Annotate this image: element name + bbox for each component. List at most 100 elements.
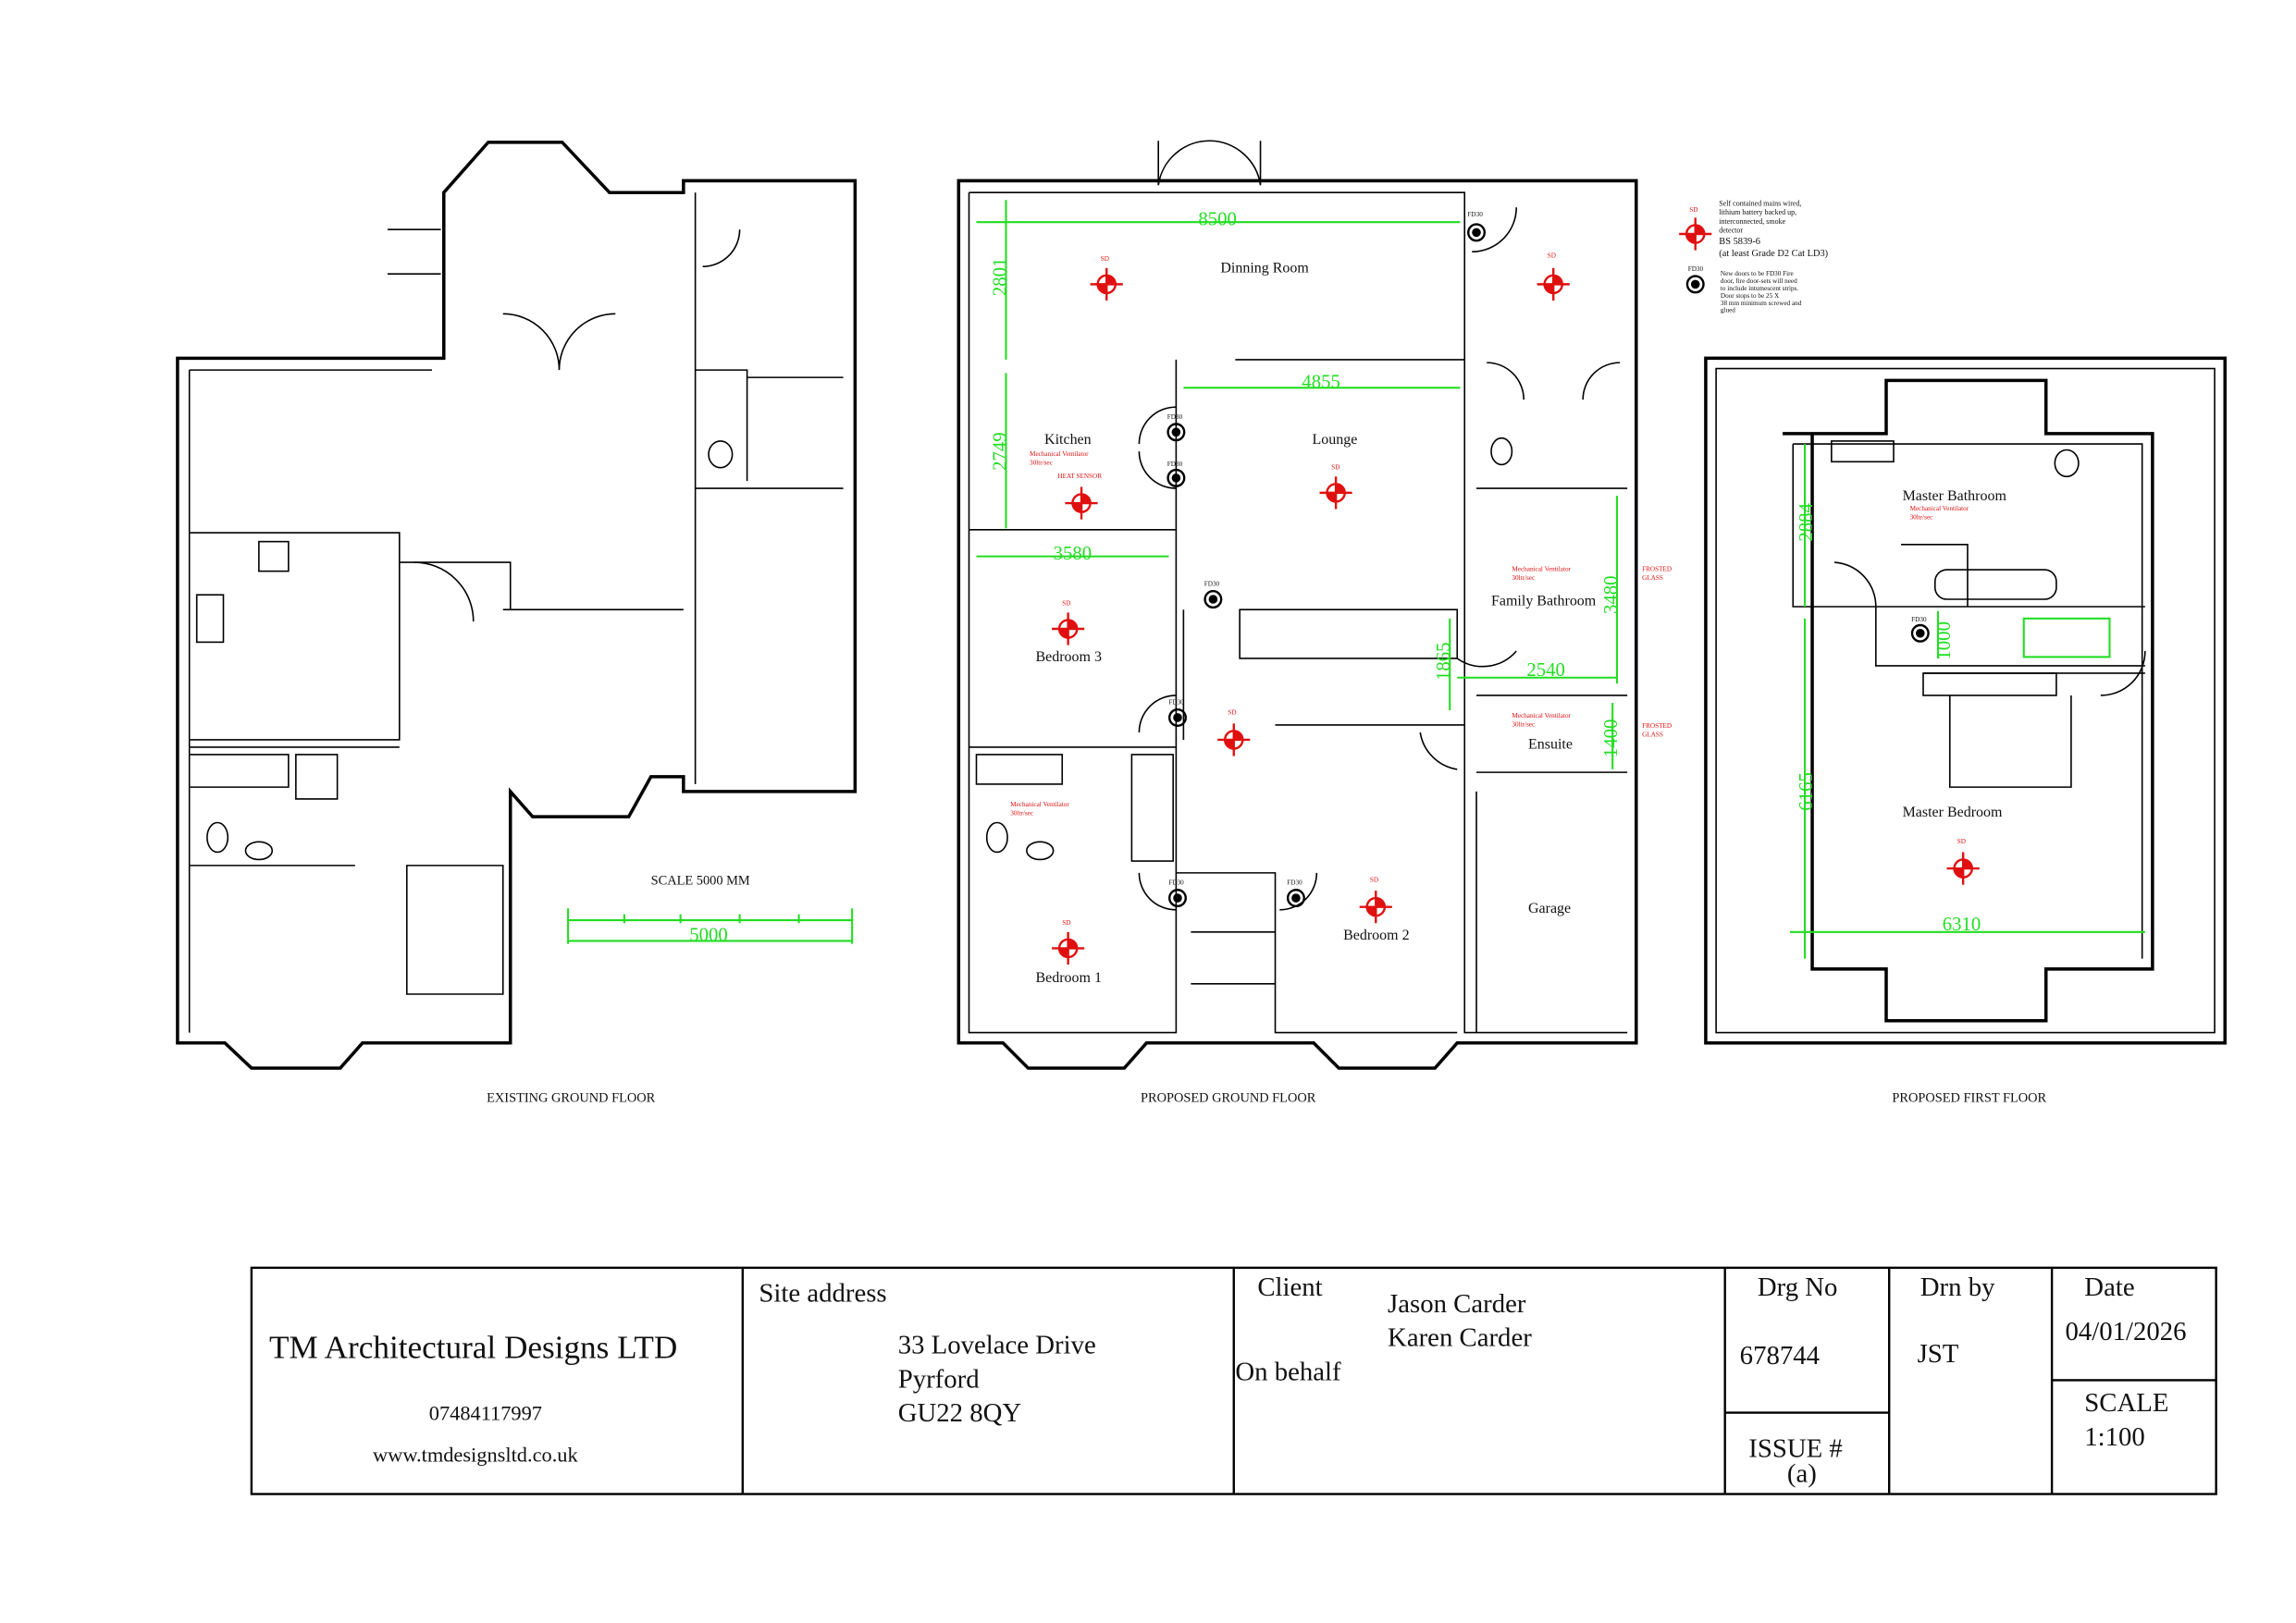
site-line-3: GU22 8QY	[898, 1398, 1022, 1428]
svg-text:SD: SD	[1957, 838, 1966, 845]
vent-rate-master: 30ltr/sec	[1910, 514, 1933, 522]
svg-text:SD: SD	[1062, 599, 1070, 607]
drg-no-value: 678744	[1740, 1341, 1820, 1371]
drn-by-label: Drn by	[1920, 1273, 1995, 1302]
svg-text:SD: SD	[1331, 463, 1339, 471]
scale-bar-value: 5000	[689, 924, 728, 945]
smoke-detector-icon: SD	[1216, 709, 1252, 757]
legend-door-0: New doors to be FD30 Fire	[1721, 270, 1794, 277]
room-master-bathroom: Master Bathroom	[1903, 488, 2007, 504]
svg-text:FD30: FD30	[1467, 211, 1483, 218]
dim-1865: 1865	[1433, 642, 1454, 681]
fire-door-icon: FD30	[1167, 413, 1186, 442]
fire-door-icon: FD30	[1467, 211, 1487, 242]
client-label: Client	[1257, 1273, 1322, 1302]
proposed-ground-title: PROPOSED GROUND FLOOR	[1141, 1091, 1316, 1106]
room-lounge: Lounge	[1313, 432, 1358, 448]
smoke-detector-icon: SD	[1089, 255, 1125, 302]
proposed-first-floor-plan: 2884 1000 6165 6310 Master Bathroom Mech…	[1704, 356, 2227, 1106]
vent-rate-kitchen: 30ltr/sec	[1030, 459, 1053, 466]
room-ensuite: Ensuite	[1528, 737, 1573, 753]
svg-text:FD30: FD30	[1167, 413, 1183, 421]
scale-bar	[567, 908, 854, 944]
site-address-label: Site address	[759, 1279, 886, 1309]
room-kitchen: Kitchen	[1044, 432, 1092, 448]
legend-smoke-1: lithium battery backed up,	[1719, 208, 1796, 216]
svg-text:FD30: FD30	[1168, 699, 1184, 707]
dim-4855: 4855	[1302, 371, 1340, 392]
legend-grade: (at least Grade D2 Cat LD3)	[1719, 249, 1828, 259]
legend-smoke-0: Self contained mains wired,	[1719, 200, 1801, 208]
smoke-detector-icon: SD	[1536, 252, 1571, 302]
issue-label: ISSUE #	[1748, 1434, 1842, 1464]
svg-text:SD: SD	[1689, 206, 1697, 214]
company-website: www.tmdesignsltd.co.uk	[373, 1443, 578, 1466]
vent-label-kitchen: Mechanical Ventilator	[1030, 450, 1089, 458]
room-dinning-room: Dinning Room	[1220, 261, 1309, 277]
dim-2540: 2540	[1526, 659, 1565, 681]
vent-rate-bed1: 30ltr/sec	[1010, 809, 1033, 817]
legend-smoke-2: interconnected, smoke	[1719, 217, 1785, 226]
dim-2801: 2801	[989, 258, 1010, 297]
fire-door-icon: FD30	[1167, 879, 1187, 908]
glass-2: GLASS	[1642, 732, 1663, 739]
scale-label-tb: SCALE	[2084, 1388, 2168, 1418]
dim-1400: 1400	[1600, 719, 1622, 758]
svg-text:FD30: FD30	[1167, 461, 1183, 468]
dim-3580: 3580	[1054, 543, 1092, 564]
dim-3480: 3480	[1600, 575, 1622, 614]
legend-standard: BS 5839-6	[1719, 237, 1760, 247]
svg-text:SD: SD	[1370, 876, 1378, 883]
smoke-detector-icon: SD	[1318, 463, 1353, 510]
smoke-detector-icon: SD	[1050, 599, 1086, 646]
vent-rate-ensuite: 30ltr/sec	[1512, 721, 1535, 729]
client-name-1: Jason Carder	[1388, 1289, 1526, 1319]
legend-door-2: to include intumescent strips.	[1721, 285, 1798, 292]
svg-text:FD30: FD30	[1204, 581, 1220, 588]
room-bedroom-1: Bedroom 1	[1035, 970, 1101, 986]
frosted-2: FROSTED	[1642, 722, 1672, 730]
legend-door-1: door, fire door-sets will need	[1721, 277, 1797, 285]
heat-sensor-label: HEAT SENSOR	[1057, 473, 1102, 480]
drn-by-value: JST	[1918, 1339, 1959, 1369]
room-bedroom-3: Bedroom 3	[1035, 649, 1101, 665]
vent-label-ensuite: Mechanical Ventilator	[1512, 712, 1571, 719]
dim-6310: 6310	[1943, 914, 1981, 935]
svg-text:FD30: FD30	[1168, 879, 1184, 887]
existing-ground-floor-plan: EXISTING GROUND FLOOR SCALE 5000 MM 5000	[176, 141, 858, 1106]
smoke-detector-icon: SD	[1358, 876, 1394, 925]
vent-label-bath: Mechanical Ventilator	[1512, 566, 1571, 573]
svg-text:SD: SD	[1228, 709, 1236, 717]
svg-text:FD30: FD30	[1911, 616, 1927, 623]
legend-door-5: glued	[1721, 307, 1735, 314]
room-family-bathroom: Family Bathroom	[1491, 593, 1597, 609]
company-phone: 07484117997	[429, 1402, 542, 1425]
glass-1: GLASS	[1642, 574, 1663, 582]
fire-door-icon: FD30	[1167, 461, 1186, 487]
vent-rate-bath: 30ltr/sec	[1512, 574, 1535, 582]
legend-door-4: 38 mm minimum screwed and	[1721, 300, 1802, 307]
fire-door-icon: FD30	[1204, 581, 1223, 609]
room-garage: Garage	[1528, 901, 1571, 916]
svg-text:FD30: FD30	[1287, 879, 1302, 887]
proposed-first-title: PROPOSED FIRST FLOOR	[1892, 1091, 2046, 1106]
room-master-bedroom: Master Bedroom	[1903, 805, 2003, 820]
title-block: TM Architectural Designs LTD 07484117997…	[250, 1266, 2217, 1495]
vent-label-bed1: Mechanical Ventilator	[1010, 801, 1069, 808]
existing-title: EXISTING GROUND FLOOR	[487, 1091, 655, 1106]
smoke-detector-icon: SD	[1945, 838, 1981, 886]
proposed-ground-floor-plan: 8500 2801 4855 2749 3580 3480 1865 2540 …	[957, 140, 1672, 1106]
company-name: TM Architectural Designs LTD	[269, 1329, 677, 1365]
svg-text:FD30: FD30	[1688, 265, 1704, 273]
legend: SD FD30 Self contained mains wired, lith…	[1677, 200, 1828, 314]
dim-8500: 8500	[1198, 208, 1237, 229]
heat-sensor-icon	[1064, 486, 1099, 521]
on-behalf-label: On behalf	[1235, 1357, 1341, 1386]
legend-door-3: Door stops to be 25 X	[1721, 292, 1780, 300]
fire-door-icon: FD30	[1910, 616, 1930, 643]
legend-smoke-3: detector	[1719, 226, 1743, 234]
site-line-1: 33 Lovelace Drive	[898, 1331, 1096, 1360]
vent-label-master: Mechanical Ventilator	[1910, 505, 1969, 512]
fire-door-icon: FD30	[1167, 699, 1187, 727]
